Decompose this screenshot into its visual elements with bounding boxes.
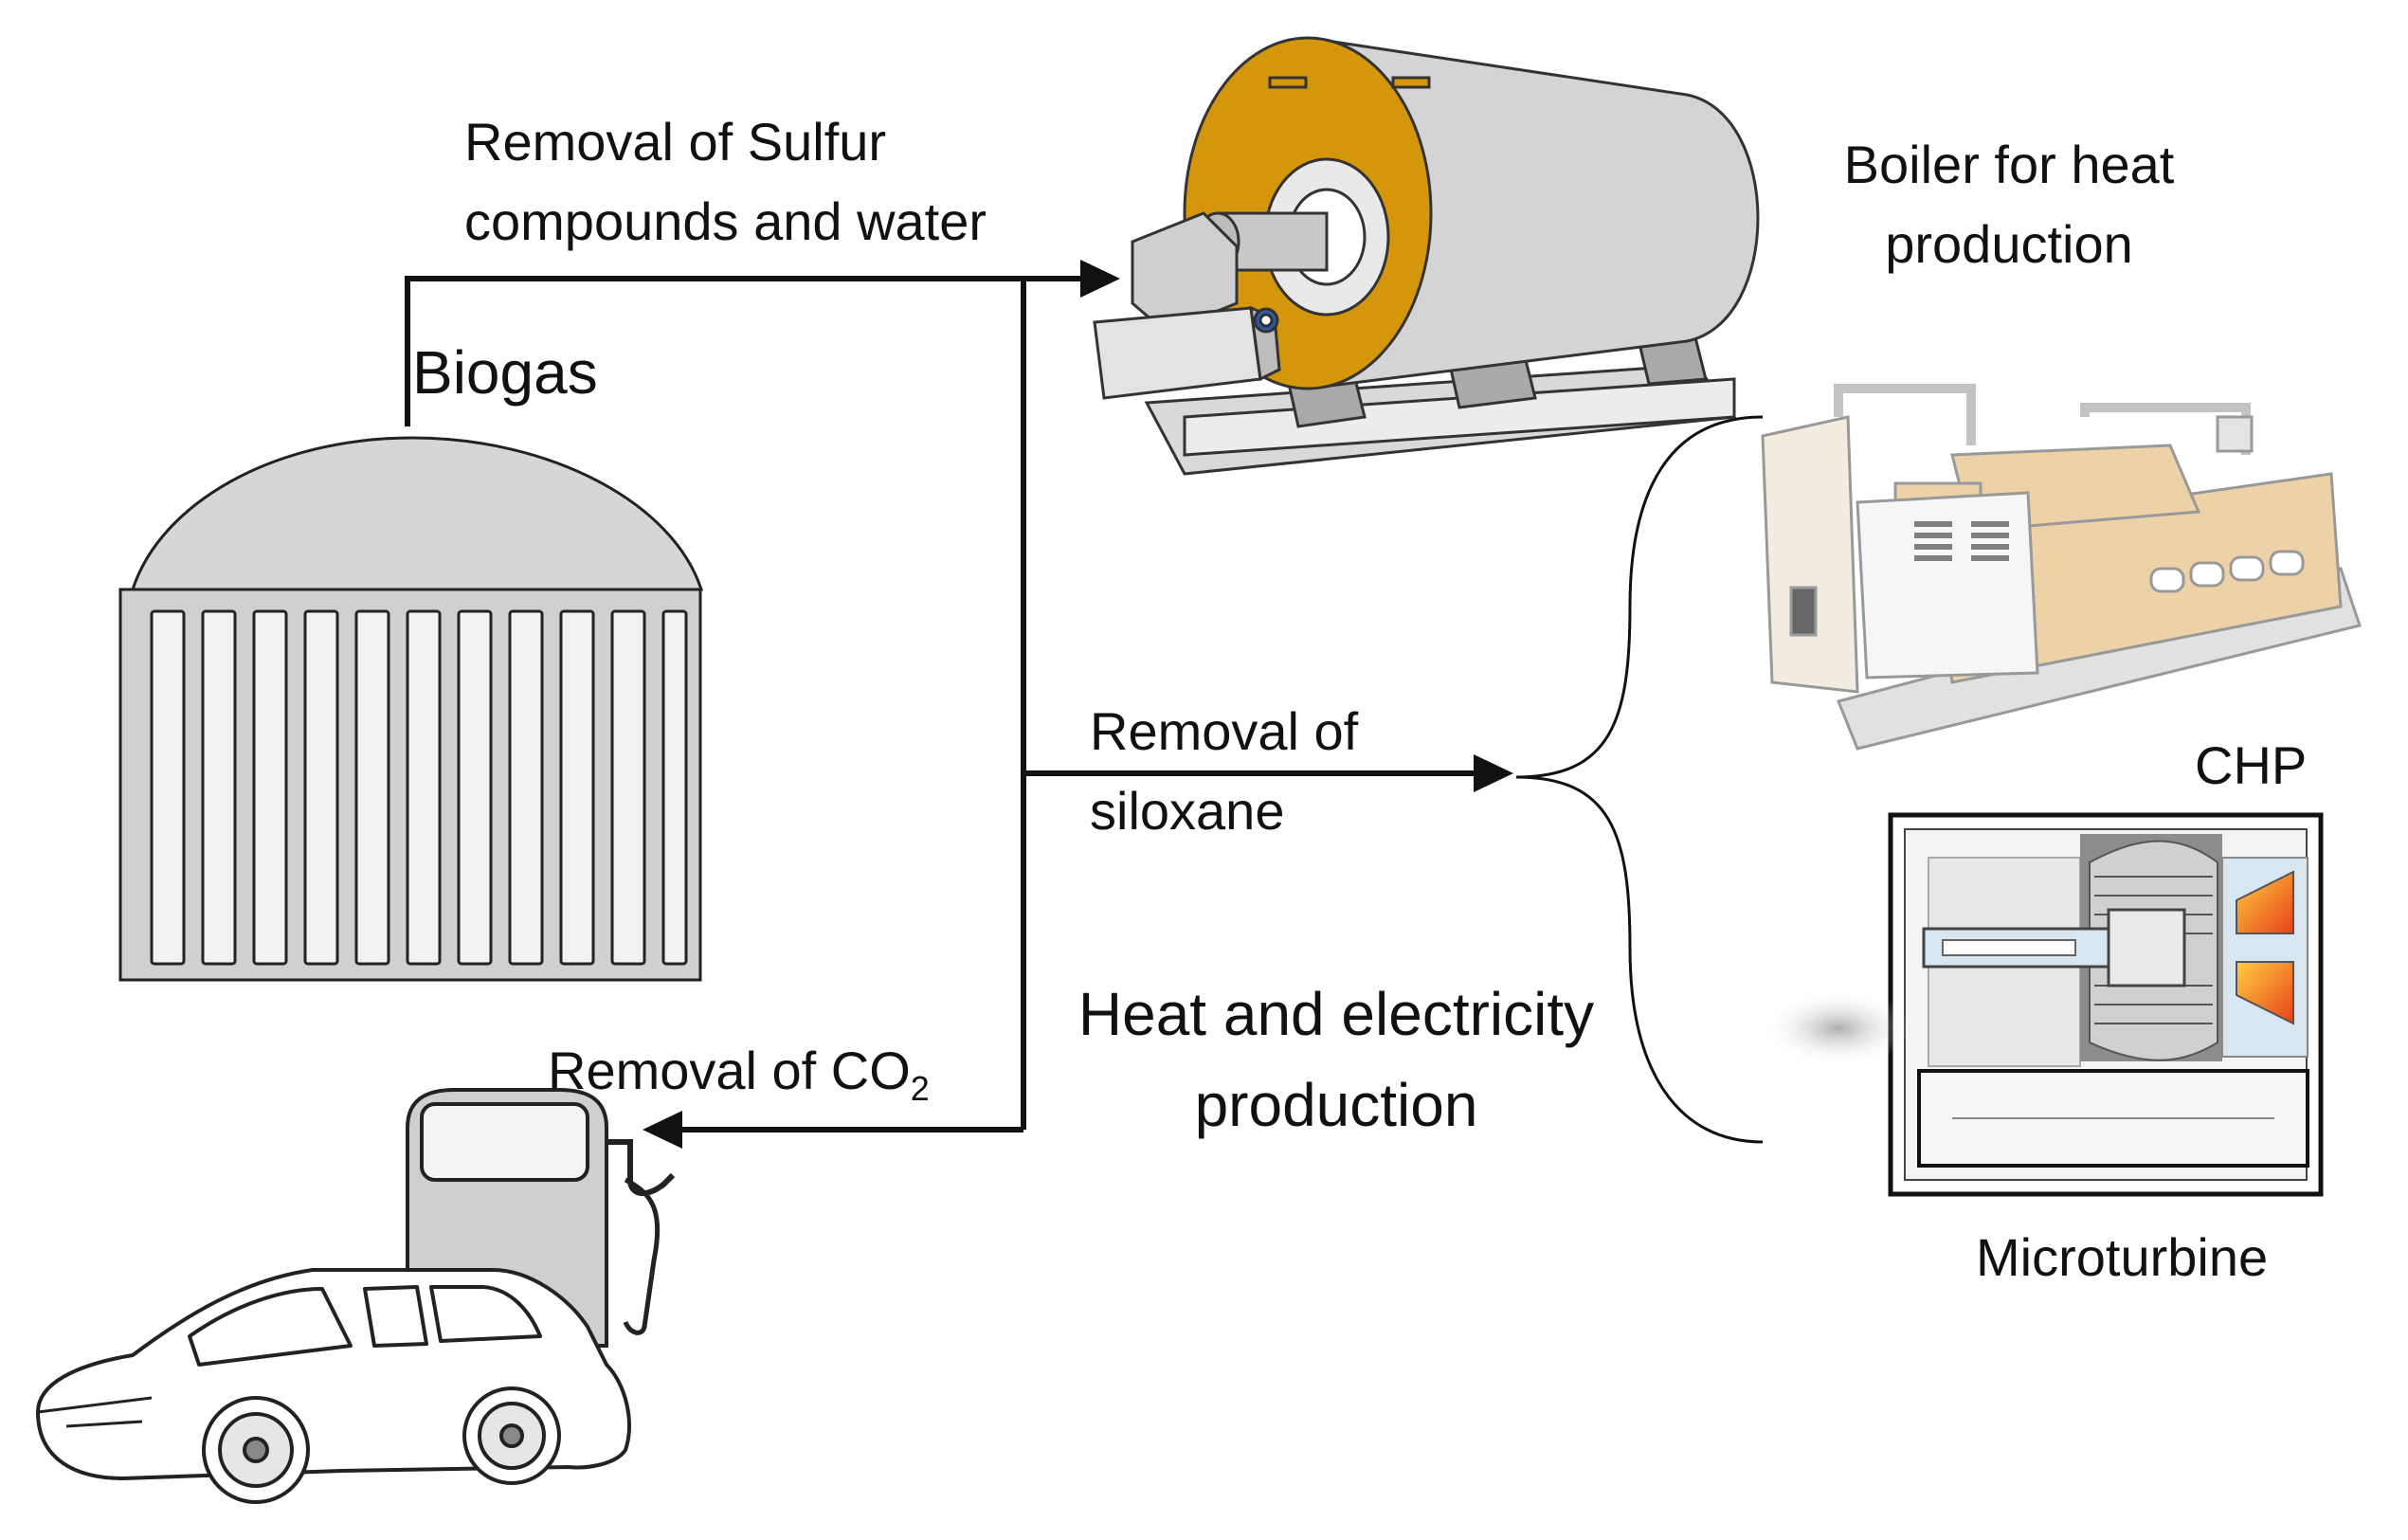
co2-removal-text: Removal of CO [548,1041,911,1100]
chp-label: CHP [2195,735,2308,795]
boiler-label: Boiler for heat production [1820,125,2199,284]
split-brace [1515,415,1764,1144]
sulfur-removal-line1: Removal of Sulfur [464,112,887,172]
biogas-label: Biogas [412,338,598,407]
siloxane-removal-line1: Removal of [1090,701,1359,761]
biogas-digester-icon [118,436,704,982]
siloxane-removal-label: Removal of siloxane [1090,692,1358,851]
arrow-to-boiler [1080,260,1120,298]
arrow-heads [643,260,1513,1149]
arrow-to-pump [643,1111,682,1149]
co2-removal-label: Removal of CO2 [548,1031,930,1129]
sulfur-removal-label: Removal of Sulfur compounds and water [464,102,987,262]
co2-subscript: 2 [910,1069,930,1109]
sulfur-removal-line2: compounds and water [464,191,987,251]
boiler-label-line1: Boiler for heat [1843,135,2175,194]
digester-slats [150,609,688,966]
chp-engine-icon [1761,384,2362,751]
car-icon [36,1268,631,1504]
boiler-label-line2: production [1885,214,2133,274]
flow-lines [405,276,1764,1144]
digester-dome [130,436,704,591]
arrow-to-brace [1474,754,1513,792]
turbine-shadow [1763,990,1914,1066]
siloxane-removal-line2: siloxane [1090,781,1285,841]
heat-electricity-line2: production [1194,1071,1478,1139]
microturbine-icon [1888,812,2324,1197]
biogas-riser-line [405,276,1080,426]
heat-electricity-line1: Heat and electricity [1077,980,1595,1048]
heat-electricity-label: Heat and electricity production [1033,969,1639,1150]
boiler-icon [1093,36,1760,476]
microturbine-label: Microturbine [1976,1227,2269,1287]
